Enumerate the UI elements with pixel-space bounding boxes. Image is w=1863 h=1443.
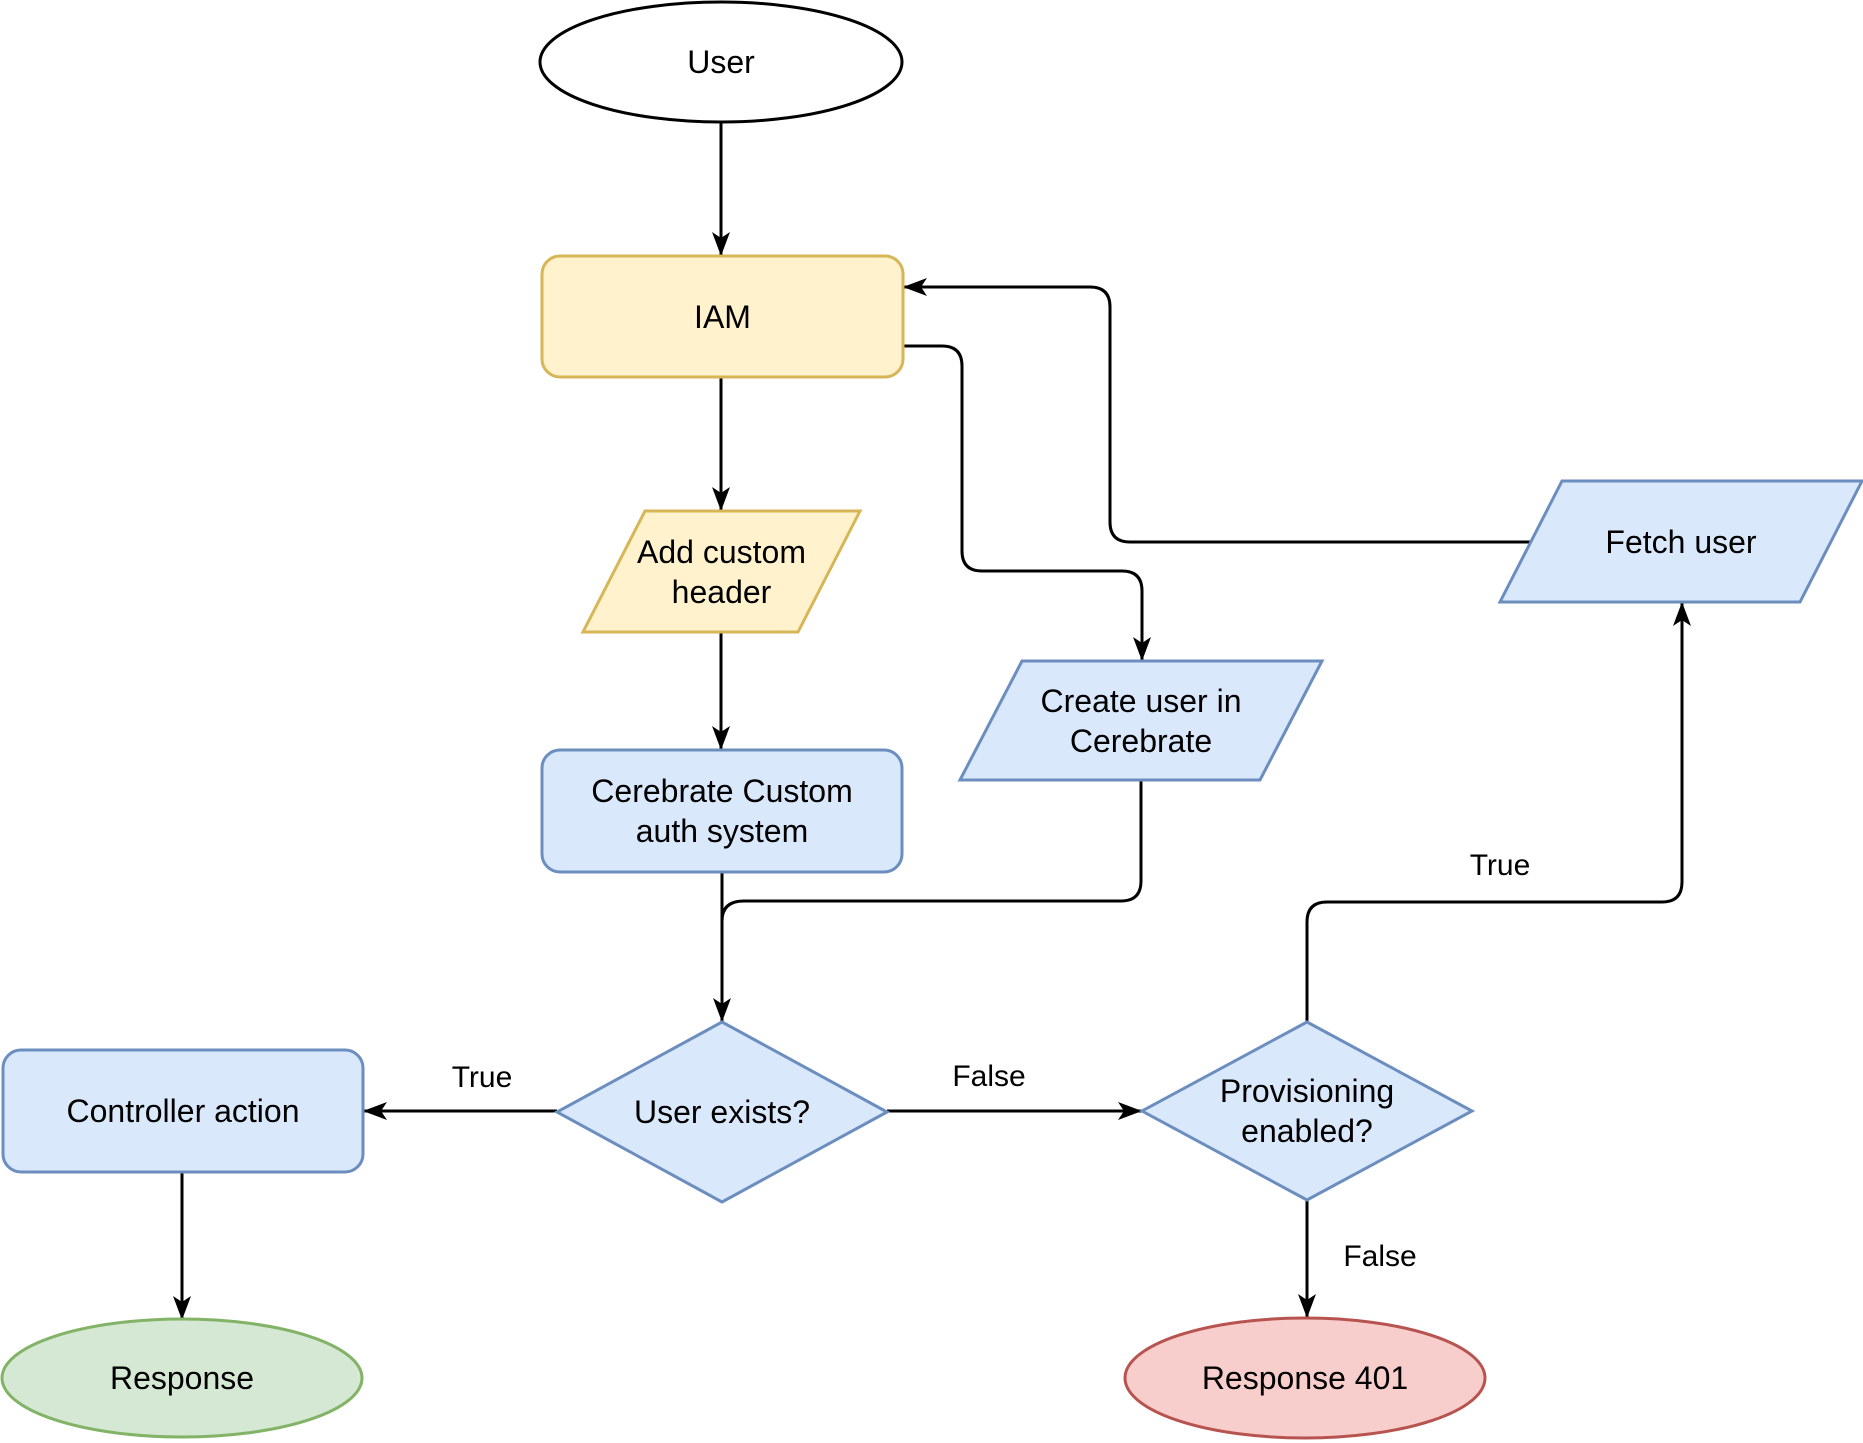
node-user-exists-diamond — [553, 1020, 891, 1204]
edge-iam-to-create-user — [903, 344, 1151, 661]
node-cerebrate-auth-rect — [540, 748, 904, 874]
node-fetch-user-parallelogram — [1497, 479, 1863, 604]
node-create-user-parallelogram — [957, 659, 1325, 782]
node-add-custom-header-parallelogram — [580, 509, 863, 634]
node-user-ellipse — [538, 0, 904, 124]
node-provisioning-diamond — [1138, 1020, 1476, 1202]
node-response-ellipse — [0, 1317, 364, 1439]
edge-fetch-user-to-iam — [903, 278, 1531, 544]
edge-layer — [173, 122, 1691, 1320]
edge-create-user-to-user-exists — [720, 780, 1143, 922]
edge-provisioning-true-to-fetch-user — [1305, 602, 1691, 1022]
node-response-401-ellipse — [1123, 1316, 1487, 1440]
node-controller-action-rect — [1, 1048, 365, 1174]
node-iam-rect — [540, 254, 905, 379]
